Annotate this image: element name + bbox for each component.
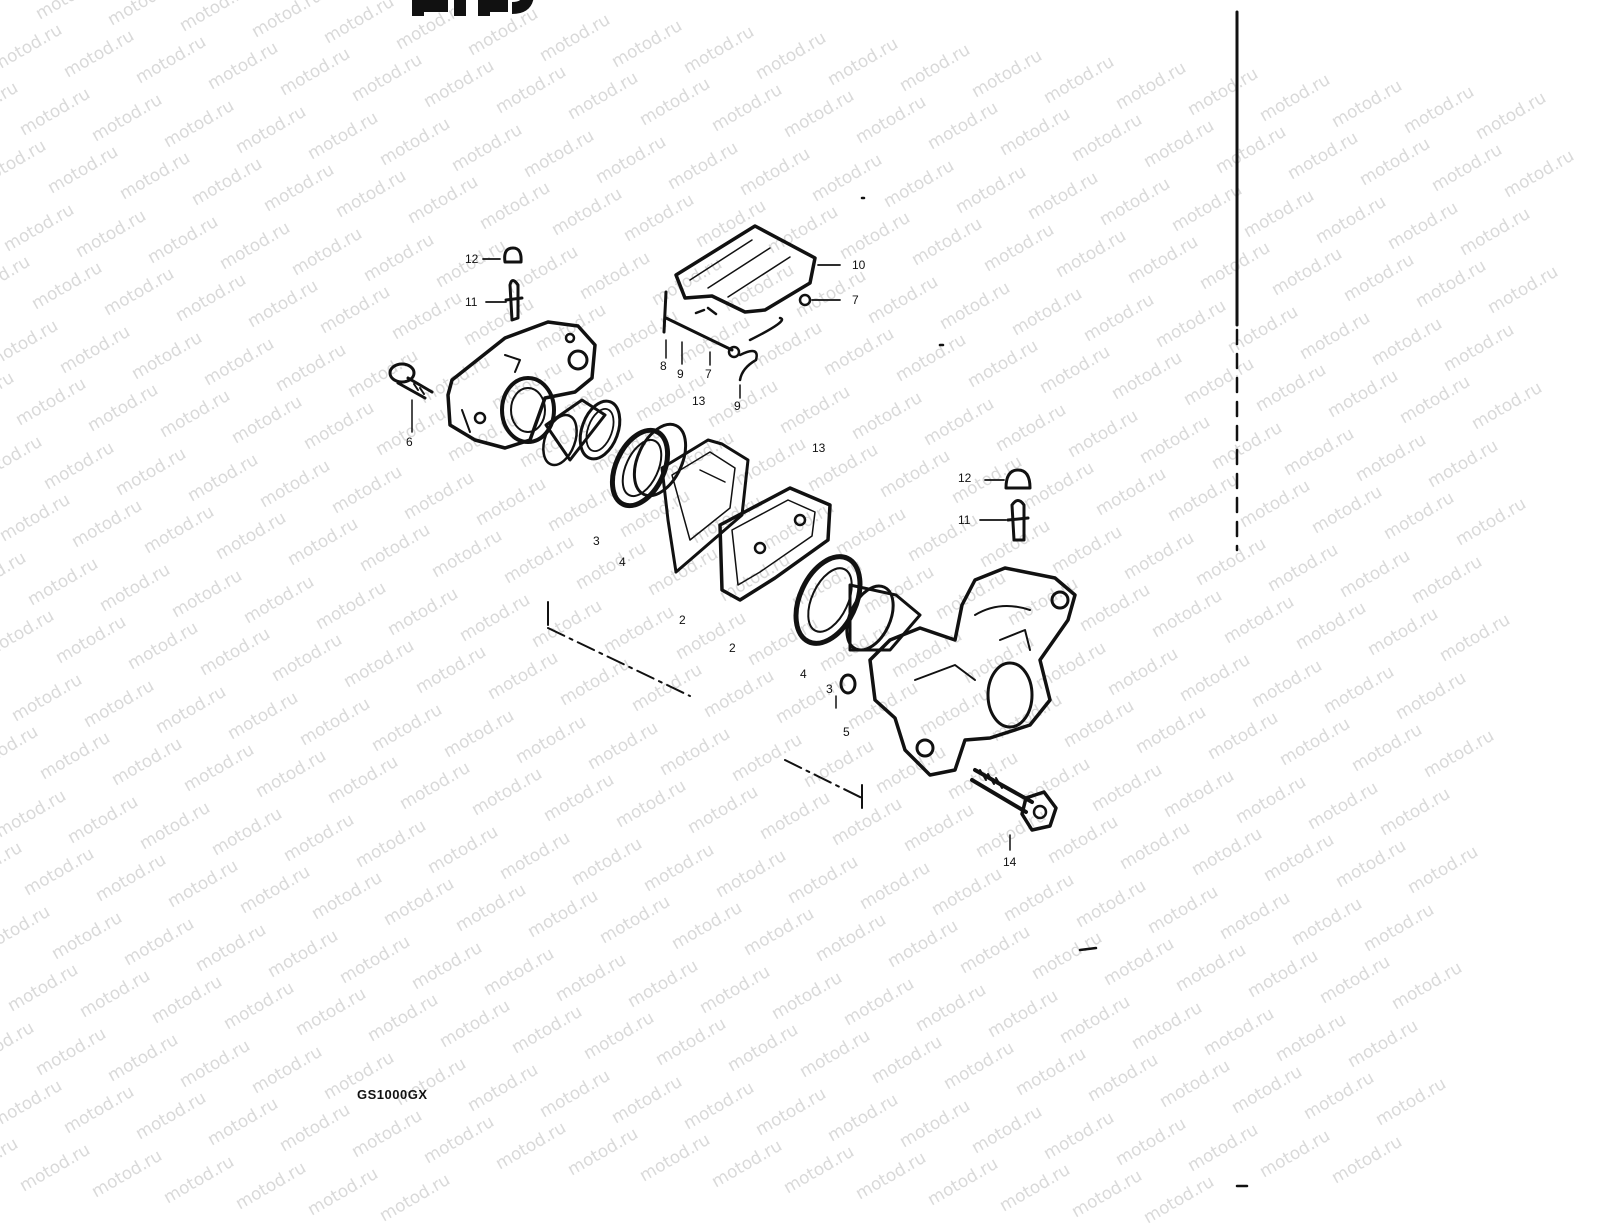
- callout-11-lower: 11: [958, 513, 971, 527]
- bleeder-11-lower: [979, 499, 1030, 542]
- title-fragment-glyphs: [412, 0, 534, 16]
- dust-ring-5: [835, 673, 857, 709]
- exploded-parts-diagram: [388, 10, 1249, 1188]
- callout-6: 6: [406, 435, 413, 449]
- callout-5: 5: [843, 725, 850, 739]
- callout-4-upper: 4: [619, 555, 626, 569]
- callout-7-right: 7: [852, 293, 859, 307]
- seal-4-lower: [793, 554, 863, 646]
- callout-9-left: 9: [677, 367, 684, 381]
- caliper-half-left: [446, 320, 597, 450]
- callout-14: 14: [1003, 855, 1017, 869]
- specks: [860, 196, 1249, 1188]
- callout-11-upper: 11: [465, 295, 478, 309]
- callout-7-left: 7: [705, 367, 712, 381]
- callout-13-lower: 13: [812, 441, 826, 455]
- pad-cover-10: [674, 224, 841, 314]
- callout-9-right: 9: [734, 399, 741, 413]
- pad-pin-assembly: [662, 290, 784, 399]
- piston-3-lower: [845, 583, 922, 652]
- bolt-6: [388, 362, 434, 433]
- model-label: GS1000GX: [357, 1087, 428, 1102]
- assembly-bracket: [547, 601, 863, 809]
- seal-4-upper: [609, 422, 688, 509]
- brake-pad-2-lower: [718, 486, 832, 602]
- callout-3-upper: 3: [593, 534, 600, 548]
- callout-12-upper: 12: [465, 252, 479, 266]
- piston-3-upper: [542, 398, 622, 467]
- bleeder-11-upper: [485, 279, 524, 322]
- callout-2-lower: 2: [729, 641, 736, 655]
- header-title-fragment: [408, 0, 540, 20]
- callout-10: 10: [852, 258, 866, 272]
- callout-12-lower: 12: [958, 471, 972, 485]
- cap-12-upper: [482, 246, 523, 264]
- callout-13-upper: 13: [692, 394, 706, 408]
- callout-4-lower: 4: [800, 667, 807, 681]
- cap-12-lower: [984, 468, 1032, 490]
- bolt-14: [970, 768, 1058, 851]
- callout-3-lower: 3: [826, 682, 833, 696]
- callout-8: 8: [660, 359, 667, 373]
- caliper-half-right: [868, 566, 1077, 777]
- callout-2-upper: 2: [679, 613, 686, 627]
- pin-7-right: [798, 293, 841, 307]
